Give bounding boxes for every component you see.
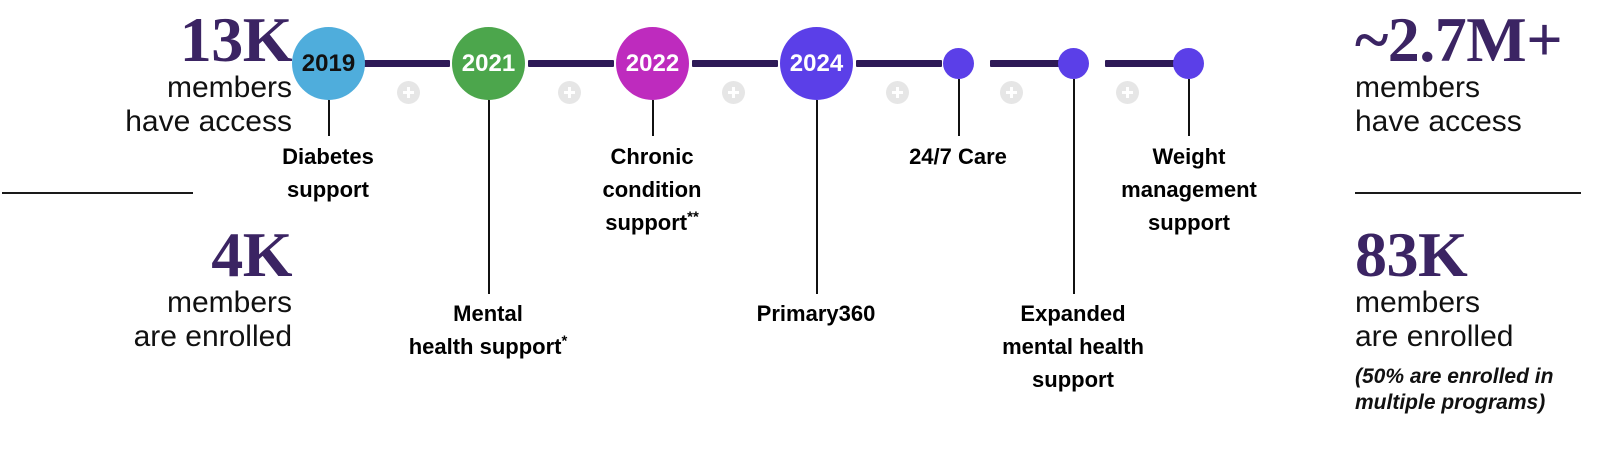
leader-line xyxy=(488,100,490,294)
plus-icon[interactable] xyxy=(397,81,420,104)
timeline-label-diabetes: Diabetes support xyxy=(243,140,413,206)
stat-line: members xyxy=(1355,285,1481,319)
stats-divider xyxy=(1355,192,1581,194)
label-line: condition xyxy=(602,177,702,202)
timeline-rail-segment xyxy=(990,60,1068,67)
timeline-node-247-care[interactable] xyxy=(943,48,974,79)
timeline-node-year: 2024 xyxy=(789,49,844,77)
plus-icon-bar xyxy=(568,87,571,98)
stat-line: members xyxy=(1355,70,1481,104)
label-line: Expanded xyxy=(1020,301,1126,326)
leader-line xyxy=(328,100,330,136)
label-line: Chronic xyxy=(610,144,694,169)
right-stats-panel: ~2.7M+ members have access 83K members a… xyxy=(1320,0,1600,476)
stat-line: members xyxy=(166,285,292,319)
timeline-label-mental-health: Mental health support* xyxy=(398,297,578,363)
stat-number: 83K xyxy=(1355,219,1468,290)
plus-icon[interactable] xyxy=(1116,81,1139,104)
stat-line: are enrolled xyxy=(133,319,292,353)
stat-footnote: multiple programs) xyxy=(1355,391,1546,415)
stat-line: members xyxy=(166,70,292,104)
leader-line xyxy=(1188,79,1190,136)
stat-block-13k: 13K members have access xyxy=(0,4,300,139)
stat-block-83k: 83K members are enrolled (50% are enroll… xyxy=(1320,219,1600,417)
timeline-rail-segment xyxy=(528,60,614,67)
leader-line xyxy=(1073,79,1075,294)
stat-footnote: (50% are enrolled in xyxy=(1355,365,1554,389)
plus-icon-bar xyxy=(896,87,899,98)
label-line: mental health xyxy=(1002,334,1144,359)
left-stats-panel: 13K members have access 4K members are e… xyxy=(0,0,300,476)
timeline-rail-segment xyxy=(364,60,450,67)
timeline: 2019 2021 2022 2024 xyxy=(243,27,1280,396)
leader-line xyxy=(816,100,818,294)
timeline-node-2021[interactable]: 2021 xyxy=(452,27,525,100)
timeline-rail-segment xyxy=(856,60,942,67)
label-line: management xyxy=(1121,177,1257,202)
label-line: 24/7 Care xyxy=(909,144,1007,169)
stat-number: 4K xyxy=(211,219,292,290)
plus-icon[interactable] xyxy=(1000,81,1023,104)
timeline-label-expanded-mental-health: Expanded mental health support xyxy=(983,297,1163,396)
stat-block-4k: 4K members are enrolled xyxy=(0,219,300,354)
timeline-node-2024[interactable]: 2024 xyxy=(780,27,853,100)
timeline-node-2019[interactable]: 2019 xyxy=(292,27,365,100)
label-line: support xyxy=(1148,210,1230,235)
plus-icon-bar xyxy=(1010,87,1013,98)
timeline-node-year: 2019 xyxy=(301,49,356,77)
label-line: health support* xyxy=(408,332,568,359)
leader-line xyxy=(958,79,960,136)
stat-number: ~2.7M+ xyxy=(1355,4,1563,75)
timeline-node-2022[interactable]: 2022 xyxy=(616,27,689,100)
stat-line: have access xyxy=(1355,104,1522,138)
label-line: Weight xyxy=(1152,144,1226,169)
timeline-node-weight-management[interactable] xyxy=(1173,48,1204,79)
label-line: Mental xyxy=(453,301,523,326)
plus-icon[interactable] xyxy=(558,81,581,104)
timeline-rail-segment xyxy=(1105,60,1183,67)
plus-icon[interactable] xyxy=(722,81,745,104)
label-line: support xyxy=(287,177,369,202)
stats-divider xyxy=(2,192,193,194)
label-line: Primary360 xyxy=(756,301,876,326)
timeline-label-weight-management: Weight management support xyxy=(1098,140,1280,239)
leader-line xyxy=(652,100,654,136)
plus-icon-bar xyxy=(407,87,410,98)
stat-line: are enrolled xyxy=(1355,319,1514,353)
stat-line: have access xyxy=(125,104,292,138)
plus-icon[interactable] xyxy=(886,81,909,104)
label-line: support** xyxy=(605,208,699,235)
timeline-label-primary360: Primary360 xyxy=(726,297,906,330)
plus-icon-bar xyxy=(1126,87,1129,98)
timeline-label-247-care: 24/7 Care xyxy=(878,140,1038,173)
label-line: Diabetes xyxy=(282,144,374,169)
timeline-node-year: 2021 xyxy=(461,49,516,77)
timeline-rail-segment xyxy=(692,60,778,67)
timeline-node-expanded-mental-health[interactable] xyxy=(1058,48,1089,79)
label-line: support xyxy=(1032,367,1114,392)
plus-icon-bar xyxy=(732,87,735,98)
stat-number: 13K xyxy=(179,4,293,75)
timeline-label-chronic-condition: Chronic condition support** xyxy=(562,140,742,239)
stat-block-2-7m: ~2.7M+ members have access xyxy=(1320,4,1600,139)
timeline-node-year: 2022 xyxy=(625,49,680,77)
